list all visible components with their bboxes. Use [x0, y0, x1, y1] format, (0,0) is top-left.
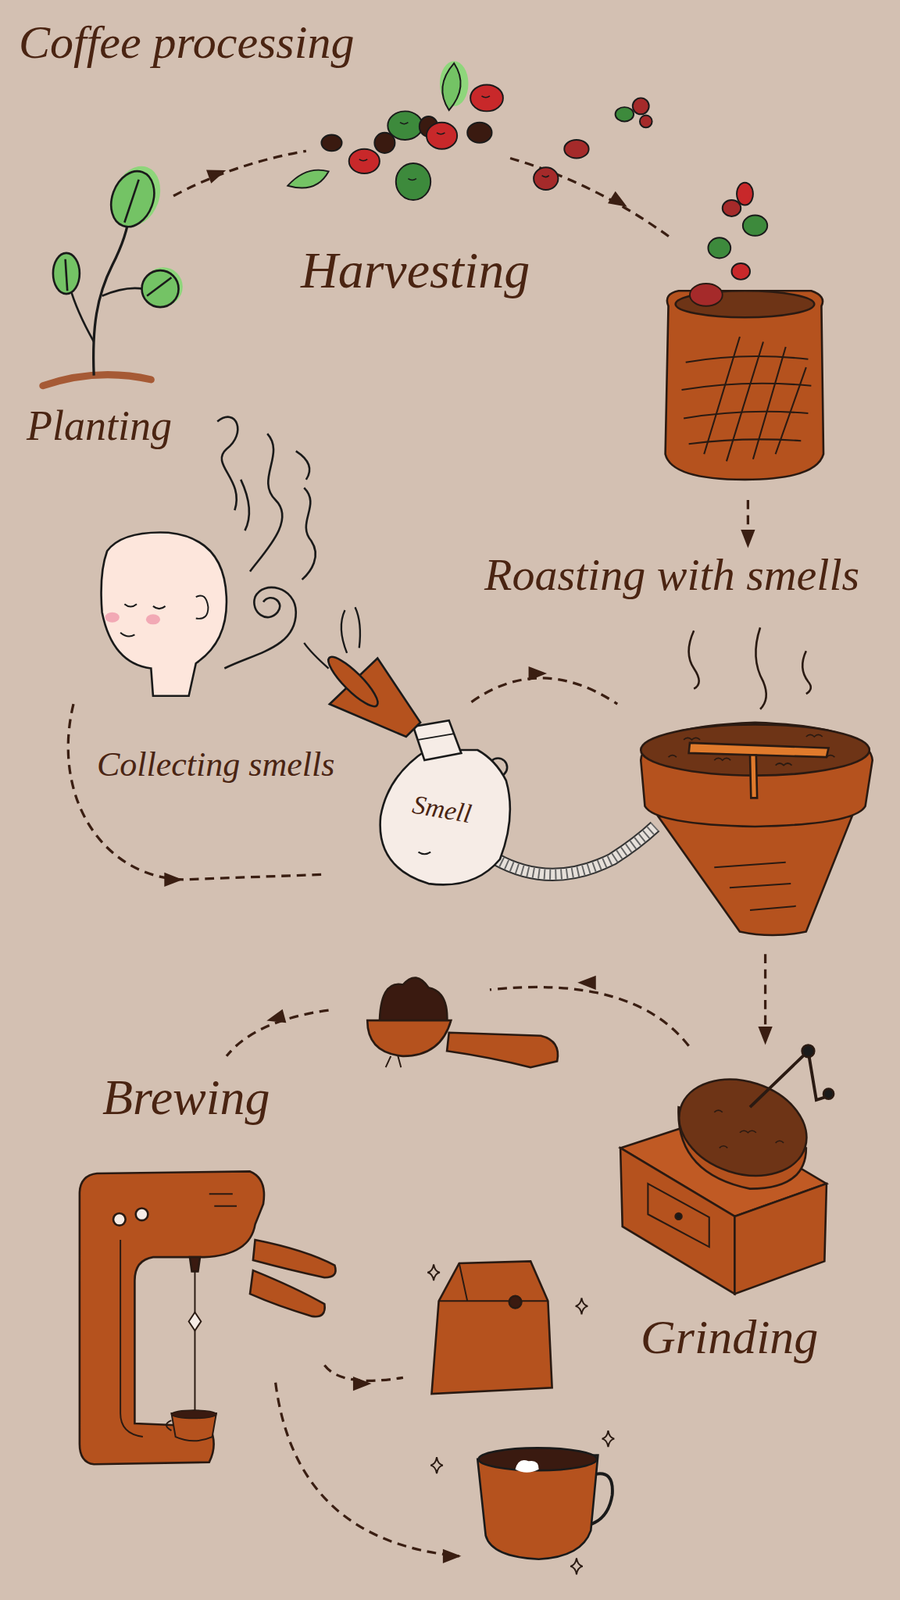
head — [101, 532, 227, 697]
stage-label-box: Brewing — [102, 1068, 271, 1127]
stage-label: Grinding — [640, 1309, 818, 1365]
stage-label-box: Roasting with smells — [484, 549, 860, 602]
stage-label: Planting — [26, 401, 172, 450]
diagram-title-box: Coffee processing — [18, 15, 354, 70]
stage-label: Harvesting — [300, 240, 530, 300]
stage-label-box: Harvesting — [300, 240, 530, 300]
steam — [689, 627, 811, 709]
plant — [42, 159, 183, 386]
coffee-cup — [430, 1430, 615, 1575]
stage-label-box: Grinding — [640, 1309, 818, 1365]
stage-label-box: Collecting smells — [96, 745, 335, 786]
basket — [665, 283, 824, 480]
smell-bottle — [303, 607, 511, 885]
stage-label: Brewing — [102, 1068, 271, 1127]
roaster — [640, 722, 872, 936]
diagram-title: Coffee processing — [18, 15, 354, 70]
portafilter — [367, 978, 558, 1068]
espresso-machine — [79, 1171, 336, 1465]
bottle-label-box: Smell — [410, 789, 474, 830]
stage-label: Roasting with smells — [484, 549, 860, 602]
grinder — [620, 1044, 834, 1294]
coffee-bag — [427, 1260, 588, 1394]
hose — [496, 826, 656, 875]
bottle-label: Smell — [410, 789, 474, 830]
smell-wisps — [217, 417, 316, 669]
stage-label: Collecting smells — [96, 745, 335, 786]
stage-label-box: Planting — [26, 401, 172, 450]
